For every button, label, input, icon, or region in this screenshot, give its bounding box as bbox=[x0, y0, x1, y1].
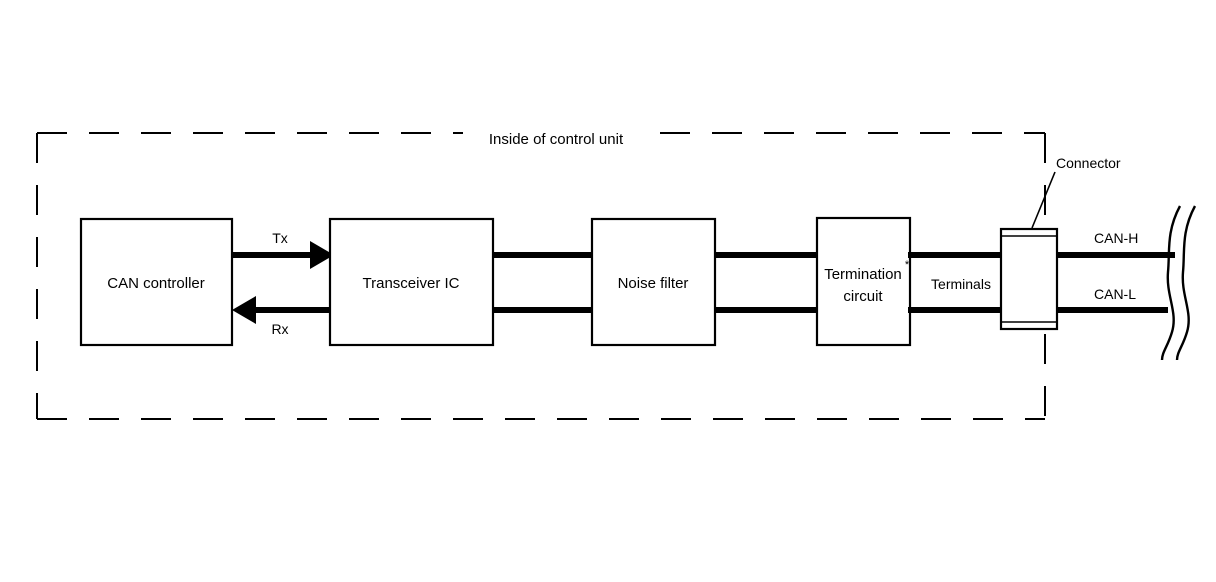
block-label-transceiver-ic: Transceiver IC bbox=[363, 275, 460, 292]
terminals-label: Terminals bbox=[931, 276, 991, 292]
block-connector[interactable] bbox=[999, 227, 1059, 331]
block-can-controller[interactable] bbox=[79, 217, 234, 347]
block-label-termination-circuit-line2: circuit bbox=[843, 288, 883, 305]
termination-footnote-marker: * bbox=[905, 259, 910, 271]
can-l-label: CAN-L bbox=[1094, 286, 1136, 302]
harness-break-squiggle bbox=[1160, 205, 1197, 361]
block-label-termination-circuit-line1: Termination bbox=[824, 266, 902, 283]
block-label-noise-filter: Noise filter bbox=[618, 275, 689, 292]
connector-label: Connector bbox=[1056, 155, 1121, 171]
block-termination-circuit[interactable] bbox=[815, 216, 912, 347]
tx-signal-arrow bbox=[232, 241, 334, 269]
can-h-label: CAN-H bbox=[1094, 230, 1138, 246]
rx-signal-arrow bbox=[232, 296, 330, 324]
control-unit-title: Inside of control unit bbox=[489, 131, 624, 148]
block-label-can-controller: CAN controller bbox=[107, 275, 205, 292]
rx-label: Rx bbox=[271, 321, 288, 337]
tx-label: Tx bbox=[272, 230, 288, 246]
block-noise-filter[interactable] bbox=[590, 217, 717, 347]
block-transceiver-ic[interactable] bbox=[328, 217, 495, 347]
control-unit-boundary bbox=[36, 132, 1046, 420]
connector-leader-line bbox=[1031, 171, 1056, 229]
